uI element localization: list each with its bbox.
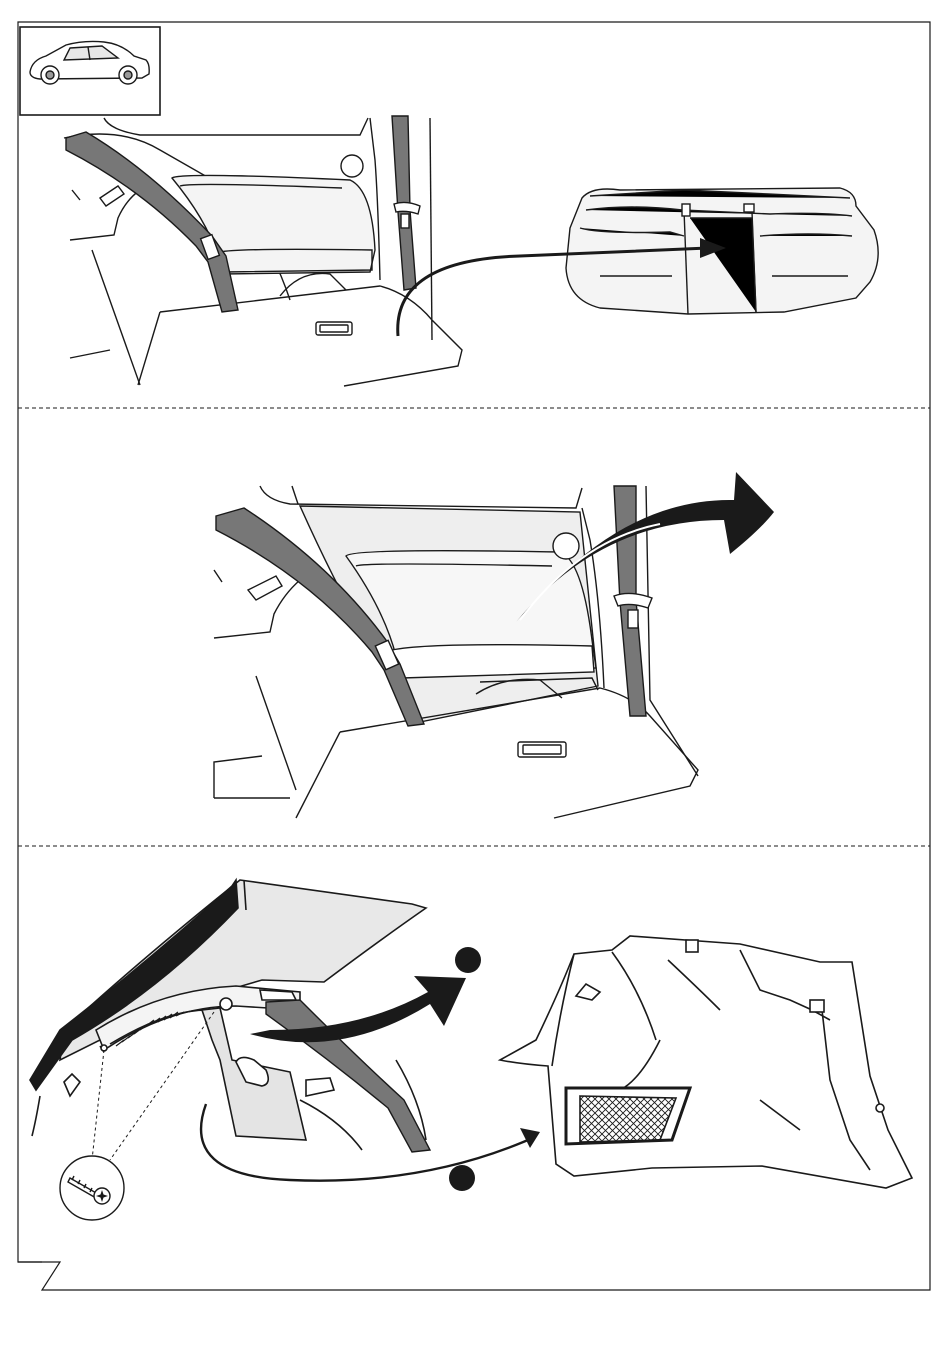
torx-screw-icon <box>60 1156 124 1220</box>
step-marker-1 <box>455 947 481 973</box>
panel-3-wheel-arch <box>30 880 426 1150</box>
step-marker-2 <box>449 1165 475 1191</box>
side-trim-panel <box>500 936 912 1188</box>
seat-belt-right-panel-1 <box>392 116 420 290</box>
vehicle-icon-box <box>20 27 160 115</box>
